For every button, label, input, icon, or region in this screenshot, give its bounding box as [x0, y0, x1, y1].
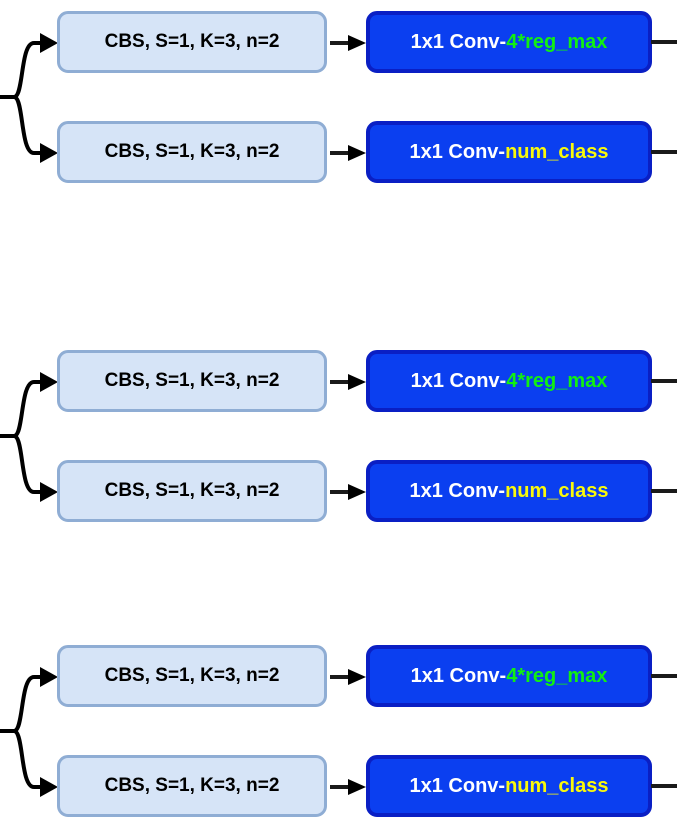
conv-block-label: 1x1 Conv-num_class [410, 480, 609, 503]
conv-prefix: 1x1 Conv- [410, 664, 507, 687]
head-branch-group: CBS, S=1, K=3, n=2 1x1 Conv-4*reg_max CB… [0, 0, 677, 205]
cbs-block[interactable]: CBS, S=1, K=3, n=2 [57, 460, 327, 522]
conv-prefix: 1x1 Conv- [410, 30, 507, 53]
conv-accent: 4*reg_max [506, 664, 608, 687]
arrow-right-icon [330, 779, 366, 795]
fork-connector-icon [0, 667, 58, 797]
conv-block-label: 1x1 Conv-4*reg_max [411, 665, 608, 688]
cbs-block-label: CBS, S=1, K=3, n=2 [104, 370, 280, 391]
arrow-right-icon [330, 374, 366, 390]
conv-prefix: 1x1 Conv- [410, 369, 507, 392]
fork-connector-icon [0, 33, 58, 163]
conv-prefix: 1x1 Conv- [409, 774, 506, 797]
arrow-right-icon [330, 484, 366, 500]
arrow-right-icon [330, 35, 366, 51]
output-line [651, 379, 677, 383]
head-branch-group: CBS, S=1, K=3, n=2 1x1 Conv-4*reg_max CB… [0, 339, 677, 544]
cbs-block-label: CBS, S=1, K=3, n=2 [104, 480, 280, 501]
output-line [651, 40, 677, 44]
conv-block[interactable]: 1x1 Conv-4*reg_max [366, 350, 652, 412]
cbs-block-label: CBS, S=1, K=3, n=2 [104, 665, 280, 686]
conv-accent: num_class [505, 140, 609, 163]
conv-block-label: 1x1 Conv-num_class [410, 141, 609, 164]
cbs-block[interactable]: CBS, S=1, K=3, n=2 [57, 11, 327, 73]
output-line [651, 150, 677, 154]
conv-accent: num_class [505, 479, 609, 502]
conv-block[interactable]: 1x1 Conv-num_class [366, 121, 652, 183]
conv-block[interactable]: 1x1 Conv-4*reg_max [366, 11, 652, 73]
cbs-block-label: CBS, S=1, K=3, n=2 [104, 31, 280, 52]
cbs-block[interactable]: CBS, S=1, K=3, n=2 [57, 755, 327, 817]
conv-block[interactable]: 1x1 Conv-num_class [366, 755, 652, 817]
conv-accent: num_class [505, 774, 609, 797]
cbs-block-label: CBS, S=1, K=3, n=2 [104, 775, 280, 796]
arrow-right-icon [330, 669, 366, 685]
output-line [651, 489, 677, 493]
arrow-right-icon [330, 145, 366, 161]
conv-prefix: 1x1 Conv- [409, 479, 506, 502]
cbs-block[interactable]: CBS, S=1, K=3, n=2 [57, 645, 327, 707]
head-branch-group: CBS, S=1, K=3, n=2 1x1 Conv-4*reg_max CB… [0, 634, 677, 839]
output-line [651, 674, 677, 678]
conv-block[interactable]: 1x1 Conv-4*reg_max [366, 645, 652, 707]
fork-connector-icon [0, 372, 58, 502]
conv-block-label: 1x1 Conv-4*reg_max [411, 31, 608, 54]
cbs-block-label: CBS, S=1, K=3, n=2 [104, 141, 280, 162]
conv-block[interactable]: 1x1 Conv-num_class [366, 460, 652, 522]
output-line [651, 784, 677, 788]
cbs-block[interactable]: CBS, S=1, K=3, n=2 [57, 350, 327, 412]
conv-block-label: 1x1 Conv-4*reg_max [411, 370, 608, 393]
conv-prefix: 1x1 Conv- [409, 140, 506, 163]
conv-accent: 4*reg_max [506, 369, 608, 392]
conv-accent: 4*reg_max [506, 30, 608, 53]
conv-block-label: 1x1 Conv-num_class [410, 775, 609, 798]
cbs-block[interactable]: CBS, S=1, K=3, n=2 [57, 121, 327, 183]
